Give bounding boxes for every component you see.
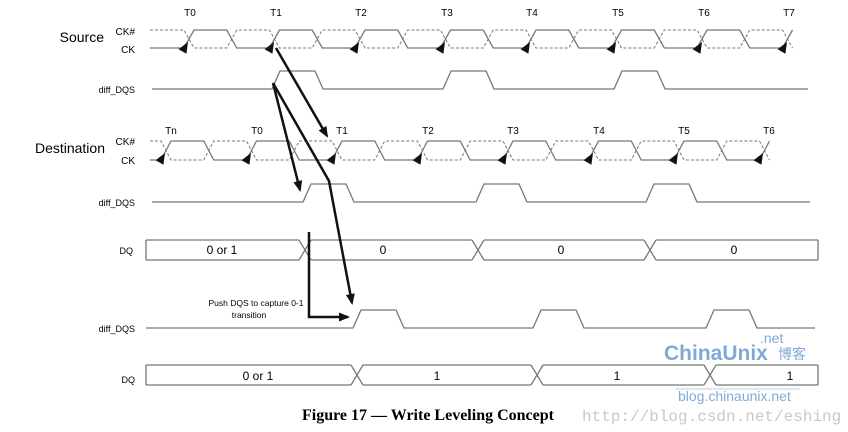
dq2-value: 1 <box>434 369 441 383</box>
dq1-value: 0 <box>558 243 565 257</box>
destination-clock-ck-sharp <box>150 140 770 161</box>
destination-tick-label: T1 <box>336 126 348 137</box>
dqs3-wave <box>146 309 815 329</box>
destination-tick-label: T4 <box>593 126 605 137</box>
clock-edge-arrow-icon <box>241 153 251 165</box>
clock-edge-arrow-icon <box>349 42 359 54</box>
destination-tick-label: T2 <box>422 126 434 137</box>
source-clock-ck <box>150 29 794 49</box>
destination-tick-label: T6 <box>763 126 775 137</box>
ck-to-destination-arrow-head-icon <box>318 125 329 138</box>
destination-title: Destination <box>35 140 105 156</box>
source-tick-label: T1 <box>270 8 282 19</box>
dqs-push-arrow <box>271 82 354 304</box>
source-ck-label: CK <box>121 45 135 56</box>
clock-edge-arrow-icon <box>777 42 787 54</box>
destination-tick-label: Tn <box>165 126 177 137</box>
source-dqs-label: diff_DQS <box>99 85 135 95</box>
dqs-to-destination-dqs-arrow <box>271 82 302 191</box>
clock-edge-arrow-icon <box>753 153 763 165</box>
source-ck-sharp-label: CK# <box>116 27 136 38</box>
dq1-value: 0 <box>380 243 387 257</box>
clock-edge-arrow-icon <box>497 153 507 165</box>
dq1-label: DQ <box>120 246 134 256</box>
clock-edge-arrow-icon <box>326 153 336 165</box>
destination-tick-label: T3 <box>507 126 519 137</box>
destination-dqs-label: diff_DQS <box>99 198 135 208</box>
clock-edge-arrow-icon <box>264 42 274 54</box>
source-tick-label: T5 <box>612 8 624 19</box>
source-tick-label: T0 <box>184 8 196 19</box>
clock-edge-arrow-icon <box>155 153 165 165</box>
source-tick-label: T7 <box>783 8 795 19</box>
clock-edge-arrow-icon <box>692 42 702 54</box>
dq2-label: DQ <box>122 375 136 385</box>
source-tick-label: T2 <box>355 8 367 19</box>
source-tick-label: T6 <box>698 8 710 19</box>
clock-edge-arrow-icon <box>178 42 188 54</box>
dqs-push-arrow-head-icon <box>345 293 355 305</box>
dq1-value: 0 or 1 <box>207 243 238 257</box>
dqs-to-destination-dqs-arrow-head-icon <box>293 180 303 192</box>
destination-dqs-wave <box>152 183 810 203</box>
source-tick-label: T4 <box>526 8 538 19</box>
clock-edge-arrow-icon <box>606 42 616 54</box>
clock-edge-arrow-icon <box>583 153 593 165</box>
annotation-line2: transition <box>232 310 267 320</box>
clock-edge-arrow-icon <box>668 153 678 165</box>
ck-to-destination-arrow <box>274 47 329 137</box>
timing-arrows <box>271 47 355 322</box>
watermark-logo: ChinaUnix <box>664 342 768 365</box>
dqs3-label: diff_DQS <box>99 324 135 334</box>
watermark-logo-net: .net <box>760 330 783 346</box>
dq2-value: 1 <box>787 369 794 383</box>
annotation-line1: Push DQS to capture 0-1 <box>209 298 304 308</box>
push-dqs-bracket-arrow <box>307 232 348 319</box>
dq1-bus <box>145 239 819 261</box>
destination-ck-sharp-label: CK# <box>116 137 136 148</box>
dq1-value: 0 <box>731 243 738 257</box>
dq2-value: 1 <box>614 369 621 383</box>
dq-values: 0 or 1 0 0 0 0 or 1 1 1 1 <box>207 243 794 383</box>
source-dqs-wave <box>152 70 808 90</box>
destination-tick-label: T0 <box>251 126 263 137</box>
clock-edge-arrow-icon <box>412 153 422 165</box>
dq2-bus <box>145 364 819 386</box>
source-title: Source <box>60 29 105 45</box>
clock-edge-arrow-icon <box>520 42 530 54</box>
clock-edge-arrow-icon <box>435 42 445 54</box>
destination-ck-label: CK <box>121 156 135 167</box>
destination-tick-label: T5 <box>678 126 690 137</box>
watermark-logo-cn: 博客 <box>778 346 806 362</box>
figure-caption: Figure 17 — Write Leveling Concept <box>302 407 555 424</box>
waveforms <box>145 29 819 386</box>
push-dqs-bracket-arrow-head-icon <box>339 312 350 322</box>
source-tick-label: T3 <box>441 8 453 19</box>
watermark-blog: blog.chinaunix.net <box>678 388 791 404</box>
source-clock-ck-sharp <box>150 29 793 49</box>
watermark-csdn: http://blog.csdn.net/eshing <box>582 408 841 426</box>
dq2-value: 0 or 1 <box>243 369 274 383</box>
